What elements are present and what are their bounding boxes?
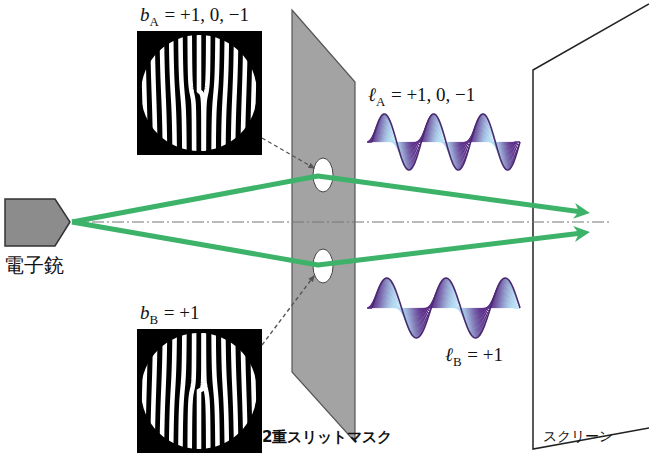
grating-stripe: [262, 31, 264, 155]
grating-stripe: [272, 31, 274, 155]
grating-stripe: [214, 329, 218, 453]
grating-stripe: [124, 31, 126, 155]
value-list: = +1, 0, −1: [165, 4, 249, 25]
grating-stripe: [243, 329, 246, 453]
grating-stripe: [124, 329, 126, 453]
subscript: A: [376, 94, 385, 109]
grating-stripe: [115, 329, 117, 453]
grating-stripe: [162, 329, 165, 453]
pointer-arrow: [262, 276, 314, 345]
grating-stripe: [162, 31, 165, 155]
symbol: b: [140, 302, 150, 323]
value-list: = +1: [164, 302, 200, 323]
grating-stripe: [281, 31, 283, 155]
helix-ray: [513, 302, 518, 308]
fork-grating: [137, 329, 262, 453]
vortex-wave: [367, 114, 520, 170]
grating-stripe: [204, 329, 208, 453]
helix-ray: [395, 302, 400, 308]
screen-label: スクリーン: [543, 428, 613, 446]
helix-ray: [513, 142, 518, 149]
symbol: ℓ: [445, 344, 453, 365]
grating-stripe: [223, 31, 227, 155]
grating-stripes: [115, 31, 283, 155]
vortex-wave: [367, 278, 520, 338]
helix-ray: [390, 135, 395, 142]
helix-ray: [488, 135, 493, 142]
grating-stripe: [115, 31, 117, 155]
subscript: B: [453, 354, 462, 369]
helix-edge: [372, 114, 520, 170]
electron-beam: [72, 176, 582, 222]
mask-label: 2重スリットマスク: [262, 428, 392, 447]
grating-stripe: [134, 31, 136, 155]
electron-gun: [5, 199, 70, 246]
helix-edge: [372, 278, 520, 338]
screen: [533, 4, 649, 449]
electron-gun-label: 電子銃: [4, 252, 64, 279]
grating-stripe: [204, 31, 208, 155]
subscript: B: [150, 312, 159, 327]
label-text: スクリーン: [543, 428, 613, 444]
pointer-arrow: [262, 138, 314, 168]
helix-ray: [439, 135, 444, 142]
grating-stripe: [252, 329, 255, 453]
helix-ray: [464, 142, 469, 149]
grating-stripe: [190, 31, 194, 155]
grating-stripe: [134, 329, 136, 453]
label-text: 2重スリットマスク: [262, 428, 392, 446]
value-list: = +1: [467, 344, 503, 365]
subscript: A: [150, 14, 159, 29]
orbital-momentum-label: ℓA = +1, 0, −1: [368, 84, 475, 106]
value-list: = +1, 0, −1: [391, 84, 475, 105]
grating-stripe: [243, 31, 246, 155]
electron-beam: [72, 222, 582, 265]
grating-stripe: [214, 31, 218, 155]
grating-stripe: [143, 329, 146, 453]
grating-stripe: [233, 31, 236, 155]
grating-charge-label: bA = +1, 0, −1: [140, 4, 249, 26]
grating-stripe: [190, 329, 194, 453]
grating-stripe: [152, 31, 155, 155]
slit-mask: [292, 10, 355, 442]
grating-stripe: [143, 31, 146, 155]
grating-stripe: [171, 31, 175, 155]
grating-stripe: [252, 31, 255, 155]
grating-stripe: [171, 329, 175, 453]
optical-axis: [72, 222, 610, 223]
symbol: ℓ: [368, 84, 376, 105]
helix-ray: [514, 305, 519, 308]
grating-stripes: [115, 329, 283, 453]
symbol: b: [140, 4, 150, 25]
fork-grating: [137, 31, 262, 155]
helix-ray: [483, 308, 488, 314]
helix-ray: [514, 142, 519, 146]
grating-charge-label: bB = +1: [140, 302, 199, 324]
grating-stripe: [152, 329, 155, 453]
label-text: 電子銃: [4, 253, 64, 277]
grating-stripe: [223, 329, 227, 453]
grating-stripe: [233, 329, 236, 453]
helix-ray: [454, 302, 459, 308]
grating-stripe: [180, 31, 184, 155]
helix-ray: [424, 308, 429, 314]
helix-ray: [414, 142, 419, 149]
orbital-momentum-label: ℓB = +1: [445, 344, 503, 366]
grating-stripe: [180, 329, 184, 453]
